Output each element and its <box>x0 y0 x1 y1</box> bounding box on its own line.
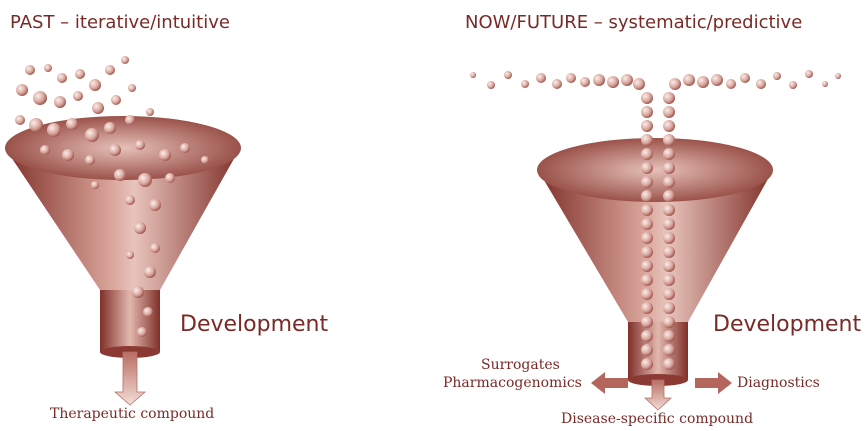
funnel-stem <box>628 322 688 380</box>
pharmacogenomics-label: Pharmacogenomics <box>443 375 582 391</box>
right-branch-arrow <box>695 372 732 394</box>
output-label: Disease-specific compound <box>561 411 753 427</box>
past-funnel-diagram <box>0 0 433 431</box>
output-arrow <box>115 352 145 405</box>
output-label: Therapeutic compound <box>50 406 214 422</box>
funnel-rim <box>537 138 773 202</box>
diagnostics-label: Diagnostics <box>737 375 820 391</box>
surrogates-label: Surrogates <box>481 357 560 373</box>
development-label: Development <box>713 312 861 337</box>
development-label: Development <box>180 312 328 337</box>
funnel-stem <box>100 290 160 352</box>
left-branch-arrow <box>591 372 628 394</box>
past-panel: PAST – iterative/intuitive <box>0 0 433 431</box>
future-panel: NOW/FUTURE – systematic/predictive <box>433 0 866 431</box>
